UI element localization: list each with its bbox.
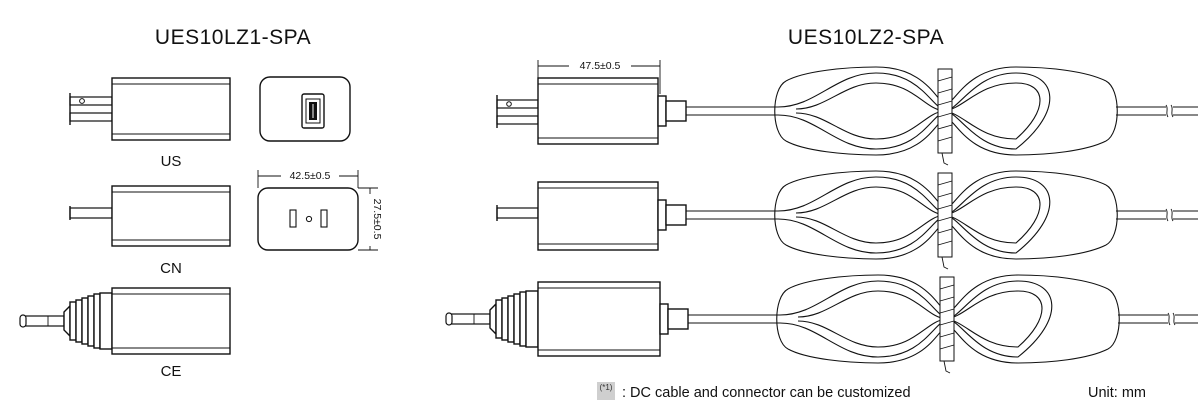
label-ce: CE	[161, 363, 182, 380]
cable-adapter-us: 47.5±0.5	[496, 59, 1198, 166]
right-section: UES10LZ2-SPA 47.5±0.5	[445, 26, 1198, 401]
label-cn: CN	[160, 260, 182, 277]
note-marker-box	[597, 382, 615, 400]
right-section-title: UES10LZ2-SPA	[788, 26, 944, 49]
footer-note: (*1) : DC cable and connector can be cus…	[597, 382, 1146, 401]
unit-label: Unit: mm	[1088, 385, 1146, 401]
ce-adapter-side-view	[19, 287, 231, 355]
note-text: : DC cable and connector can be customiz…	[622, 385, 911, 401]
left-section-title: UES10LZ1-SPA	[155, 26, 311, 49]
label-us: US	[161, 153, 182, 170]
left-section: UES10LZ1-SPA US	[19, 26, 383, 380]
cn-adapter-side-view	[69, 185, 231, 247]
us-adapter-side-view	[69, 77, 231, 141]
cable-adapter-cn	[496, 170, 1198, 270]
note-marker: (*1)	[600, 383, 613, 392]
cn-adapter-front-view: 42.5±0.5 27.5±0.5	[257, 169, 383, 251]
dimension-length: 47.5±0.5	[580, 60, 621, 72]
dimension-width: 42.5±0.5	[290, 170, 331, 182]
us-adapter-front-view	[259, 76, 351, 142]
dimension-height: 27.5±0.5	[371, 199, 383, 240]
cable-adapter-ce	[445, 274, 1198, 374]
